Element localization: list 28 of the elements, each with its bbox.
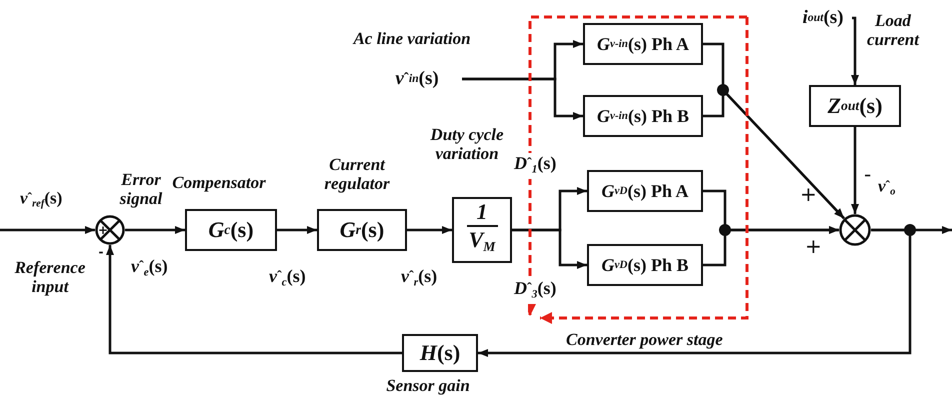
signal-arrow: [125, 226, 185, 234]
sign-label: +: [98, 224, 108, 236]
denominator: V$_{M}$: [468, 227, 496, 257]
group-caption: Converter power stage: [566, 330, 723, 350]
block-caption: Load current: [866, 11, 920, 49]
signal-arrow: [478, 228, 912, 357]
block-caption: Ac line variation: [352, 29, 472, 48]
sign-label: -: [864, 165, 872, 184]
signal-arrow: [851, 16, 859, 85]
signal-arrow: [512, 228, 587, 269]
block-caption: Current regulator: [323, 155, 391, 193]
signal-arrow: [106, 245, 402, 354]
signal-caption: Error signal: [118, 170, 164, 208]
sign-label: +: [805, 237, 822, 256]
signal-arrow: [851, 127, 859, 214]
signal-arrow: [0, 226, 95, 234]
sign-label: -: [98, 246, 104, 258]
signal-arrow: [462, 78, 583, 120]
block-caption: Duty cycle variation: [429, 125, 505, 163]
signal-arrow: [277, 226, 317, 234]
signal-arrow: [407, 226, 452, 234]
sign-label: +: [800, 185, 817, 204]
transfer-function-block: H(s): [402, 334, 478, 372]
signal-caption: Reference input: [14, 258, 86, 296]
block-caption: Compensator: [171, 173, 267, 192]
signal-arrow: [703, 226, 839, 266]
numerator: 1: [466, 199, 498, 228]
block-caption: Sensor gain: [385, 376, 471, 395]
